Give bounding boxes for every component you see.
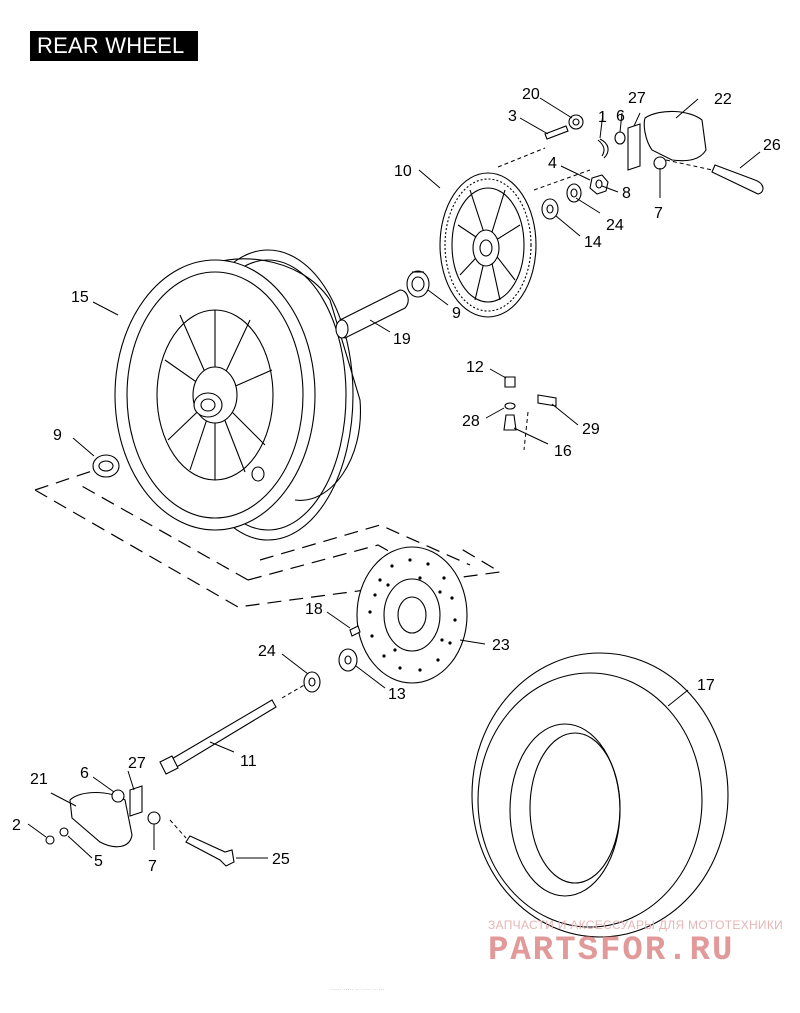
callout-17: 17 (697, 677, 715, 694)
callout-24-lower: 24 (258, 643, 276, 660)
callout-27-lower: 27 (128, 755, 146, 772)
callout-11: 11 (240, 753, 257, 770)
footer-note: ...... ..... .. ..... .. ... (330, 985, 385, 992)
axle-adjuster-upper (627, 123, 641, 171)
callout-29: 29 (582, 421, 600, 438)
cotter-pin (597, 138, 609, 159)
sprocket-spacer (541, 198, 559, 220)
caliper-bracket (643, 110, 707, 162)
callout-19: 19 (393, 331, 411, 348)
callout-21: 21 (30, 771, 48, 788)
callout-8: 8 (622, 185, 631, 202)
washer-upper (614, 131, 626, 145)
callout-1: 1 (598, 109, 607, 126)
washer-lower (111, 789, 125, 803)
assembly-outline (34, 469, 502, 608)
rotor-bolt (349, 625, 361, 637)
leader-lines (27, 97, 761, 859)
callout-15: 15 (71, 289, 89, 306)
callout-3: 3 (508, 108, 517, 125)
callout-2: 2 (12, 817, 21, 834)
callout-26: 26 (763, 137, 781, 154)
rear-sprocket (439, 172, 537, 318)
valve-stem (503, 414, 517, 431)
callout-16: 16 (554, 443, 572, 460)
cover-washer (59, 827, 69, 837)
watermark-tagline: ЗАПЧАСТИ И АКСЕССУАРЫ ДЛЯ МОТОТЕХНИКИ (488, 918, 784, 932)
stud-nut (568, 114, 584, 130)
brake-rotor (356, 546, 468, 684)
wheel-bearing-left (92, 454, 120, 478)
axle-lockwasher-left (303, 671, 321, 693)
callout-27-upper: 27 (628, 90, 646, 107)
callout-7-lower: 7 (148, 858, 157, 875)
callout-9-upper: 9 (452, 305, 461, 322)
axle-adjuster-lower (129, 785, 143, 817)
locknut-upper (653, 156, 667, 170)
callout-6-lower: 6 (80, 765, 89, 782)
callout-12: 12 (466, 359, 484, 376)
caliper-stud (544, 125, 569, 140)
callout-10: 10 (394, 163, 412, 180)
rear-tire (471, 652, 729, 938)
callout-7-upper: 7 (654, 205, 663, 222)
callout-28: 28 (462, 413, 480, 430)
valve-cap (504, 376, 516, 388)
page-title: REAR WHEEL (30, 31, 198, 61)
bracket-bolt-lower (185, 835, 235, 867)
rear-wheel-rim (114, 249, 362, 541)
rear-axle (159, 699, 277, 775)
watermark-logo: PARTSFOR.RU (488, 932, 735, 970)
callout-23: 23 (492, 637, 510, 654)
axle-spacer (335, 289, 409, 339)
axle-washer-left (338, 648, 358, 672)
wheel-bearing-right (406, 270, 430, 298)
cover-screw (45, 835, 55, 845)
installation-lines (169, 147, 713, 839)
locknut-lower (147, 811, 161, 825)
callout-14: 14 (584, 234, 602, 251)
callout-13: 13 (388, 686, 406, 703)
callout-20: 20 (522, 86, 540, 103)
valve-nut (504, 402, 516, 410)
callout-6-upper: 6 (616, 108, 625, 125)
callout-9-lower: 9 (53, 427, 62, 444)
axle-cover (69, 791, 133, 848)
callout-25: 25 (272, 851, 290, 868)
bracket-bolt-upper (711, 164, 764, 195)
callout-24-upper: 24 (606, 217, 624, 234)
callout-18: 18 (305, 601, 323, 618)
wheel-weight (537, 394, 557, 407)
axle-washer-right (566, 183, 582, 203)
axle-nut (589, 174, 609, 195)
callout-4: 4 (548, 155, 557, 172)
callout-5: 5 (94, 853, 103, 870)
callout-22: 22 (714, 91, 732, 108)
callout-labels: 1 2 3 4 5 6 6 7 7 8 9 9 10 11 12 13 14 1… (12, 86, 781, 875)
